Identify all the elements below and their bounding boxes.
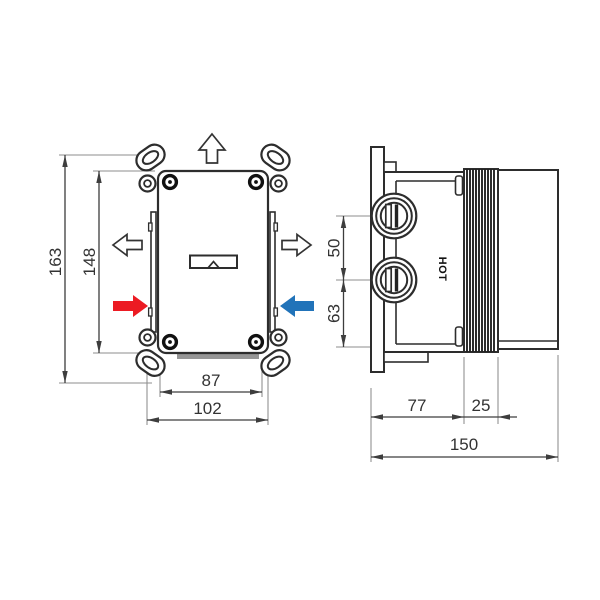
- dim-63: 63: [325, 280, 347, 347]
- hot-water-inlet-arrow: [113, 295, 148, 317]
- mounting-ear-bottom-right: [260, 328, 291, 377]
- dim-50: 50: [325, 216, 347, 280]
- valve-port-top: [370, 192, 418, 240]
- corner-screws: [161, 173, 265, 351]
- side-rail-right: [269, 211, 279, 333]
- side-rail-left: [147, 211, 157, 333]
- side-view: HOT 50 63 77 25 150: [325, 146, 559, 460]
- dim-50-label: 50: [325, 239, 344, 258]
- cold-water-inlet-arrow: [280, 295, 314, 317]
- dim-25: 25: [464, 396, 517, 420]
- flange-step-top: [383, 161, 397, 173]
- dim-102-label: 102: [193, 399, 221, 418]
- dim-148-label: 148: [80, 248, 99, 276]
- dim-77-label: 77: [408, 396, 427, 415]
- dim-25-label: 25: [472, 396, 491, 415]
- extension-lines: [59, 154, 559, 462]
- mounting-ear-top-right: [260, 143, 291, 193]
- dim-87-label: 87: [202, 371, 221, 390]
- outlet-arrow-right: [281, 232, 313, 258]
- dim-87: 87: [160, 371, 262, 395]
- valve-port-bottom: [370, 256, 418, 304]
- clip-bottom: [454, 326, 464, 347]
- dim-163-label: 163: [46, 248, 65, 276]
- hot-port-label: HOT: [436, 257, 448, 282]
- gasket-strip: [177, 352, 259, 359]
- dim-77: 77: [371, 396, 464, 420]
- rib-section: [463, 168, 499, 353]
- mounting-ear-top-left: [135, 143, 166, 193]
- dim-148: 148: [80, 171, 102, 353]
- dim-63-label: 63: [325, 304, 344, 323]
- screw: [247, 333, 265, 351]
- outlet-arrow-up: [197, 132, 227, 164]
- flange-step-bottom: [383, 351, 429, 363]
- dim-102: 102: [147, 399, 268, 423]
- front-view: 163 148 87 102: [46, 132, 314, 423]
- dim-150: 150: [371, 435, 558, 460]
- back-box: [497, 169, 559, 350]
- screw: [161, 173, 179, 191]
- mounting-ear-bottom-left: [135, 328, 166, 377]
- outlet-arrow-left: [111, 232, 143, 258]
- dim-163: 163: [46, 155, 68, 383]
- screw: [161, 333, 179, 351]
- screw: [247, 173, 265, 191]
- flange-plate: [370, 146, 385, 373]
- clip-top: [454, 175, 464, 196]
- label-slot: [189, 254, 238, 269]
- dim-150-label: 150: [450, 435, 478, 454]
